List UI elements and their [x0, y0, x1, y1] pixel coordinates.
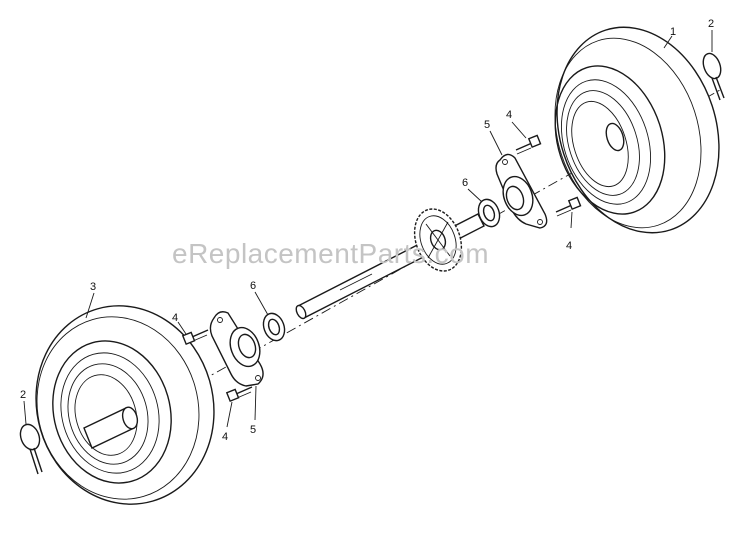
callout-4-left-upper: 4 — [172, 312, 178, 324]
callout-6-right: 6 — [462, 177, 468, 189]
washer-right — [477, 198, 501, 228]
retaining-pin-top — [702, 52, 725, 101]
callout-2-top: 2 — [708, 18, 714, 30]
callout-6-left: 6 — [250, 280, 256, 292]
callout-3: 3 — [90, 281, 96, 293]
leader-lines — [23, 30, 713, 428]
retaining-pin-bottom — [19, 423, 43, 475]
callout-5-left: 5 — [250, 424, 256, 436]
watermark-text: eReplacementParts.com — [172, 238, 489, 269]
bearing-flange-left — [209, 311, 264, 387]
callout-4-right-lower: 4 — [566, 240, 572, 252]
callout-1: 1 — [670, 26, 676, 38]
bolt-top-right — [515, 134, 542, 155]
callout-4-top-right: 4 — [506, 109, 512, 121]
wheel-right — [554, 26, 720, 234]
bearing-flange-right — [495, 153, 548, 229]
callout-4-left-lower: 4 — [222, 431, 228, 443]
gear — [413, 208, 463, 272]
washer-left — [262, 312, 286, 342]
callout-5-right: 5 — [484, 119, 490, 131]
bolt-left-lower — [225, 386, 253, 403]
callout-2-bottom: 2 — [20, 389, 26, 401]
bolt-left-upper — [181, 329, 209, 346]
wheel-left — [35, 305, 215, 505]
bolt-right-lower — [555, 196, 582, 217]
